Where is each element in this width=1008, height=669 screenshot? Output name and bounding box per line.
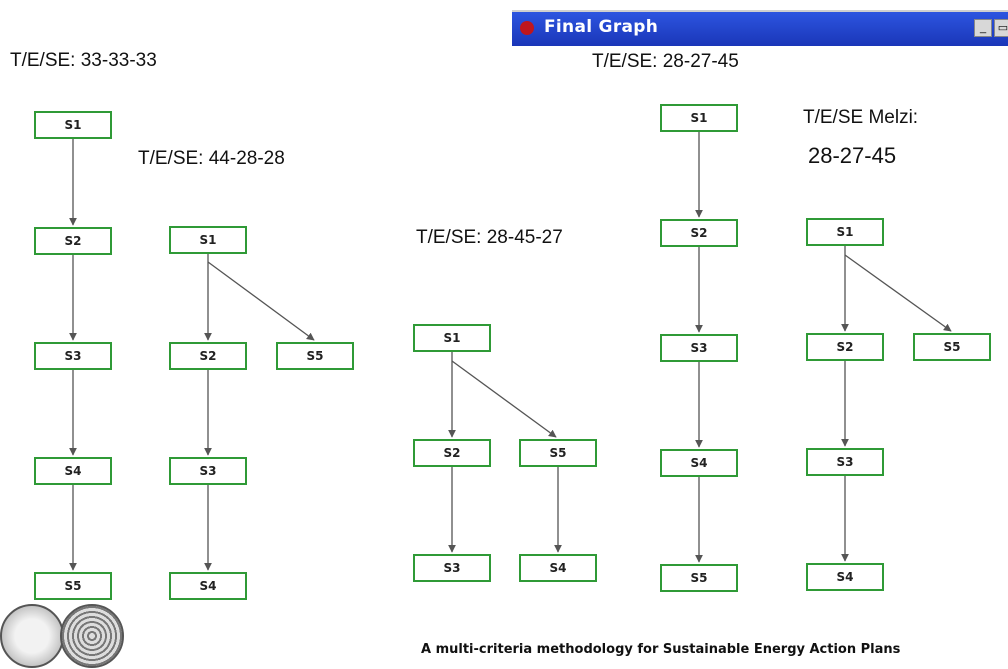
node-g3-s3[interactable]: S3: [413, 554, 491, 582]
edge-g5-s1-s5: [844, 254, 952, 332]
edge-g2-s1-s5: [207, 261, 315, 341]
node-g3-s5[interactable]: S5: [519, 439, 597, 467]
node-g3-s1[interactable]: S1: [413, 324, 491, 352]
label-g3: T/E/SE: 28-45-27: [416, 227, 563, 248]
node-g1-s3[interactable]: S3: [34, 342, 112, 370]
node-g2-s4[interactable]: S4: [169, 572, 247, 600]
node-g5-s2[interactable]: S2: [806, 333, 884, 361]
label-g4: T/E/SE: 28-27-45: [592, 51, 739, 72]
node-g4-s5[interactable]: S5: [660, 564, 738, 592]
node-g5-s3[interactable]: S3: [806, 448, 884, 476]
node-g4-s4[interactable]: S4: [660, 449, 738, 477]
window-title: Final Graph: [544, 17, 659, 37]
window-titlebar: Final Graph _ ▭: [512, 10, 1008, 46]
label-g1: T/E/SE: 33-33-33: [10, 50, 157, 71]
node-g5-s5[interactable]: S5: [913, 333, 991, 361]
node-g2-s1[interactable]: S1: [169, 226, 247, 254]
node-g4-s1[interactable]: S1: [660, 104, 738, 132]
node-g2-s3[interactable]: S3: [169, 457, 247, 485]
node-g3-s2[interactable]: S2: [413, 439, 491, 467]
node-g4-s3[interactable]: S3: [660, 334, 738, 362]
label-g5-title: T/E/SE Melzi:: [803, 107, 919, 128]
label-g5-value: 28-27-45: [808, 143, 897, 168]
node-g4-s2[interactable]: S2: [660, 219, 738, 247]
restore-button[interactable]: ▭: [994, 19, 1008, 37]
institution-seal-logo: [60, 604, 124, 668]
node-g2-s5[interactable]: S5: [276, 342, 354, 370]
node-g5-s1[interactable]: S1: [806, 218, 884, 246]
node-g1-s5[interactable]: S5: [34, 572, 112, 600]
footer-caption: A multi-criteria methodology for Sustain…: [421, 642, 901, 657]
node-g1-s1[interactable]: S1: [34, 111, 112, 139]
app-icon: [520, 21, 534, 35]
label-g2: T/E/SE: 44-28-28: [138, 148, 285, 169]
node-g1-s2[interactable]: S2: [34, 227, 112, 255]
edge-g3-s1-s5: [451, 360, 557, 438]
minimize-button[interactable]: _: [974, 19, 992, 37]
university-seal-logo: [0, 604, 64, 668]
node-g3-s4[interactable]: S4: [519, 554, 597, 582]
node-g2-s2[interactable]: S2: [169, 342, 247, 370]
node-g5-s4[interactable]: S4: [806, 563, 884, 591]
node-g1-s4[interactable]: S4: [34, 457, 112, 485]
